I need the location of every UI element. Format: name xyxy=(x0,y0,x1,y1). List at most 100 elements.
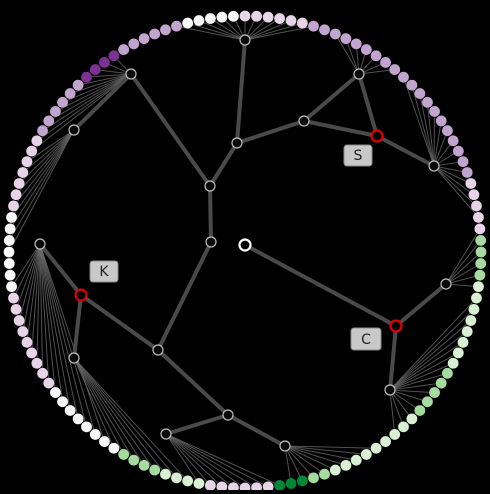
leaf-node xyxy=(452,145,464,157)
internal-node xyxy=(68,352,80,364)
leaf-node xyxy=(3,258,15,269)
leaf-node xyxy=(204,480,216,491)
leaf-node xyxy=(435,115,447,127)
leaf-edge xyxy=(36,73,132,142)
leaf-node xyxy=(89,429,101,440)
leaf-node xyxy=(308,20,319,32)
leaf-edge xyxy=(389,389,396,435)
leaf-node xyxy=(64,405,76,416)
leaf-node xyxy=(340,459,352,471)
internal-nodes xyxy=(34,34,452,452)
leaf-edge xyxy=(389,389,428,403)
leaf-node xyxy=(37,367,48,379)
leaf-edge xyxy=(22,129,75,173)
leaf-edge xyxy=(433,165,472,184)
leaf-node xyxy=(442,125,453,137)
leaf-edge xyxy=(39,243,79,419)
leaf-edge xyxy=(284,445,325,475)
leaf-node xyxy=(81,71,92,83)
internal-node xyxy=(34,238,46,250)
leaf-edge xyxy=(18,129,75,184)
leaf-edge xyxy=(334,33,360,75)
tree-edge xyxy=(235,119,306,145)
leaf-node xyxy=(452,347,464,359)
leaf-node xyxy=(128,38,140,50)
leaf-node xyxy=(429,106,440,117)
leaf-node xyxy=(474,269,486,281)
leaf-edge xyxy=(165,433,280,486)
leaf-node xyxy=(360,44,372,55)
tree-edge xyxy=(302,119,379,138)
leaf-edge xyxy=(433,120,442,167)
leaf-edge xyxy=(62,73,132,103)
leaf-node xyxy=(50,106,61,117)
internal-node xyxy=(160,428,172,440)
leaf-edge xyxy=(210,18,246,41)
leaf-node xyxy=(461,167,473,178)
leaf-node xyxy=(43,115,55,127)
leaf-node xyxy=(118,44,130,55)
leaf-node xyxy=(21,156,33,168)
leaf-edge xyxy=(8,129,75,253)
leaf-node xyxy=(72,413,84,425)
leaf-edge xyxy=(389,372,448,391)
leaf-node xyxy=(239,10,251,22)
leaf-node xyxy=(108,442,120,454)
internal-node xyxy=(205,236,217,248)
leaf-node xyxy=(370,442,382,454)
leaf-node xyxy=(296,475,308,487)
leaf-node xyxy=(360,449,372,460)
leaf-edge xyxy=(42,73,132,132)
leaf-node xyxy=(57,96,68,108)
leaf-edge xyxy=(73,357,189,482)
leaf-edge xyxy=(165,433,200,484)
leaf-node xyxy=(10,189,22,201)
leaf-edge xyxy=(389,389,421,411)
leaf-edge xyxy=(445,274,480,285)
tree-edge xyxy=(38,242,83,297)
leaf-edge xyxy=(11,243,41,287)
leaf-node xyxy=(340,33,352,45)
leaf-edge xyxy=(73,357,166,475)
leaf-edge xyxy=(284,445,367,455)
leaf-edge xyxy=(198,20,246,41)
leaf-node xyxy=(380,436,391,447)
leaf-edge xyxy=(244,18,280,41)
leaf-node xyxy=(457,156,469,168)
leaf-node xyxy=(350,454,362,466)
leaf-node xyxy=(17,167,29,178)
tree-edge xyxy=(375,134,436,168)
leaf-node xyxy=(319,24,330,36)
leaf-edge xyxy=(284,445,347,466)
leaf-edge xyxy=(48,73,132,122)
tree-edge xyxy=(357,72,379,138)
leaf-edge xyxy=(165,433,246,489)
leaf-node xyxy=(471,200,482,212)
leaf-edge xyxy=(284,445,357,461)
leaf-node xyxy=(26,347,38,359)
leaf-edge xyxy=(389,382,442,391)
leaf-edge xyxy=(86,73,132,78)
tree-edge xyxy=(164,413,230,436)
leaf-edge xyxy=(39,243,50,384)
internal-node xyxy=(384,384,396,396)
leaf-node xyxy=(389,429,401,440)
internal-node xyxy=(231,137,243,149)
leaf-node xyxy=(108,50,120,62)
leaf-node xyxy=(13,178,25,189)
leaf-edge xyxy=(389,297,477,391)
leaf-node xyxy=(26,145,38,157)
leaf-nodes xyxy=(3,10,487,494)
internal-node xyxy=(298,115,310,127)
leaf-node xyxy=(473,281,484,293)
internal-node xyxy=(440,278,452,290)
leaf-node xyxy=(422,396,433,408)
leaf-node xyxy=(285,478,297,489)
leaf-node xyxy=(447,135,459,147)
leaf-node xyxy=(471,292,482,304)
leaf-edge xyxy=(165,433,211,486)
leaf-edge xyxy=(389,389,404,428)
leaf-edge xyxy=(13,243,41,299)
leaf-edge xyxy=(445,263,481,285)
leaf-node xyxy=(465,315,477,326)
